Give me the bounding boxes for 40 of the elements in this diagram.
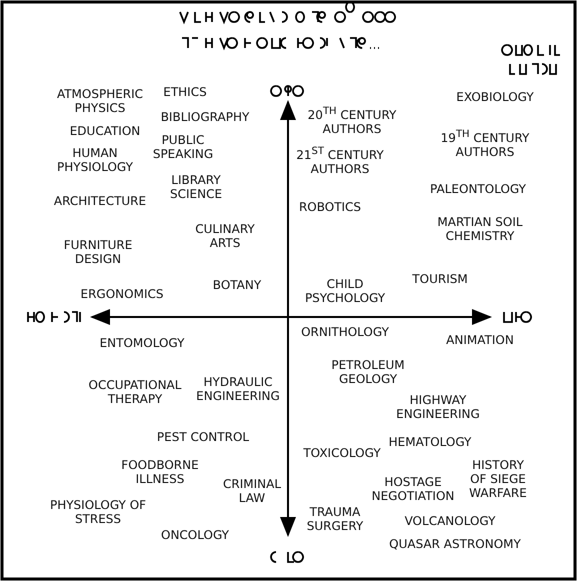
field-label: QUASAR ASTRONOMY (388, 537, 522, 551)
field-label: FOODBORNE ILLNESS (120, 458, 200, 486)
field-label: FURNITURE DESIGN (62, 238, 134, 266)
field-label: CHILD PSYCHOLOGY (304, 277, 386, 305)
field-label: ONCOLOGY (160, 528, 230, 542)
field-label: TOXICOLOGY (302, 446, 382, 460)
field-label: ROBOTICS (298, 200, 362, 214)
field-label: ERGONOMICS (80, 287, 164, 301)
field-label: PEST CONTROL (156, 430, 250, 444)
field-label: PUBLIC SPEAKING (152, 133, 214, 161)
field-label: CULINARY ARTS (194, 222, 256, 250)
field-label: EXOBIOLOGY (455, 90, 535, 104)
field-label: PALEONTOLOGY (429, 182, 527, 196)
field-label: EDUCATION (68, 124, 142, 138)
field-label: ORNITHOLOGY (300, 325, 390, 339)
field-label: VOLCANOLOGY (404, 514, 496, 528)
field-label: HOSTAGE NEGOTIATION (370, 475, 456, 503)
field-label: ETHICS (162, 85, 208, 99)
field-label: LIBRARY SCIENCE (168, 173, 224, 201)
field-label: ANIMATION (445, 333, 515, 347)
field-label: HIGHWAY ENGINEERING (395, 393, 481, 421)
field-label: 21$^{ST}$ CENTURY AUTHORS (295, 145, 385, 176)
field-label: TOURISM (411, 272, 469, 286)
field-label: BIBLIOGRAPHY (160, 110, 250, 124)
field-label: TRAUMA SURGERY (306, 505, 364, 533)
field-label: OCCUPATIONAL THERAPY (88, 378, 182, 406)
field-label: ATMOSPHERIC PHYSICS (56, 87, 144, 115)
field-label: PHYSIOLOGY OF STRESS (48, 498, 148, 526)
field-label: BOTANY (212, 278, 262, 292)
field-label: HEMATOLOGY (388, 435, 472, 449)
field-label: HISTORY OF SIEGE WARFARE (468, 458, 528, 500)
field-label: 20$^{TH}$ CENTURY AUTHORS (306, 105, 398, 136)
field-label: MARTIAN SOIL CHEMISTRY (436, 215, 524, 243)
field-label: 19$^{TH}$ CENTURY AUTHORS (440, 128, 530, 159)
field-label: PETROLEUM GEOLOGY (330, 358, 406, 386)
field-label: HYDRAULIC ENGINEERING (195, 375, 281, 403)
field-label: ENTOMOLOGY (98, 336, 186, 350)
field-label: ARCHITECTURE (52, 194, 148, 208)
field-label: CRIMINAL LAW (222, 477, 282, 505)
field-label: HUMAN PHYSIOLOGY (56, 146, 134, 174)
